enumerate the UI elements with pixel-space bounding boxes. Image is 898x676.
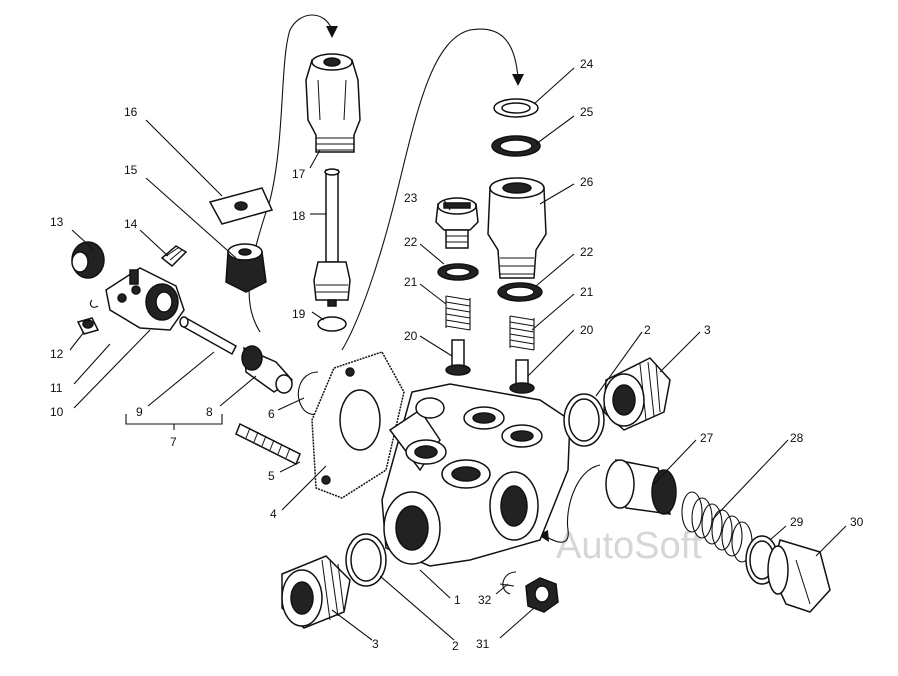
label-21b: 21 (580, 285, 594, 299)
label-18: 18 (292, 209, 306, 223)
label-17: 17 (292, 167, 306, 181)
label-9: 9 (136, 405, 143, 419)
part-25-washer (491, 135, 541, 157)
flow-arrow-27 (544, 464, 601, 543)
part-20-valve-left (445, 339, 471, 376)
part-31-nut (525, 577, 559, 613)
label-1: 1 (454, 593, 461, 607)
label-14: 14 (124, 217, 138, 231)
part-14-pin (160, 245, 188, 268)
part-18-stem (313, 168, 351, 307)
label-16: 16 (124, 105, 138, 119)
part-17-nozzle-body (305, 53, 361, 153)
label-19: 19 (292, 307, 306, 321)
part-21-spring-left (445, 295, 471, 331)
part-11-clip (89, 299, 99, 308)
label-3b: 3 (372, 637, 379, 651)
label-25: 25 (580, 105, 594, 119)
label-20a: 20 (404, 329, 418, 343)
label-26: 26 (580, 175, 594, 189)
label-4: 4 (270, 507, 277, 521)
part-9-shaft (179, 316, 237, 356)
part-13-roller (71, 241, 105, 279)
label-6: 6 (268, 407, 275, 421)
part-22-washer-left (437, 263, 479, 281)
label-8: 8 (206, 405, 213, 419)
part-23-plug (435, 197, 479, 249)
arrow-head-17 (326, 26, 338, 38)
part-15-damper (225, 243, 267, 293)
label-28: 28 (790, 431, 804, 445)
part-22-washer-right (497, 282, 543, 302)
label-3a: 3 (704, 323, 711, 337)
callout-labels: 16 15 13 14 12 11 10 9 8 7 6 5 4 17 18 1… (50, 57, 864, 653)
part-24-ring (493, 98, 539, 118)
label-21a: 21 (404, 275, 418, 289)
label-5: 5 (268, 469, 275, 483)
arrow-head-27 (538, 530, 549, 542)
label-22a: 22 (404, 235, 418, 249)
label-22b: 22 (580, 245, 594, 259)
bracket-7 (125, 414, 223, 430)
label-7: 7 (170, 435, 177, 449)
label-27: 27 (700, 431, 714, 445)
part-20-valve-right (509, 359, 535, 394)
part-5-stud (235, 422, 301, 466)
label-2b: 2 (452, 639, 459, 653)
label-23: 23 (404, 191, 418, 205)
part-32-spring-washer (499, 571, 517, 595)
label-29: 29 (790, 515, 804, 529)
label-15: 15 (124, 163, 138, 177)
part-16-cap (208, 187, 274, 225)
part-12-small-cap (76, 317, 100, 335)
part-10-lever-bracket (105, 267, 185, 331)
part-8-bushing (241, 345, 294, 394)
part-19-o-ring (317, 316, 347, 332)
arrow-head-24 (512, 74, 524, 86)
part-3-union-nut-bottom (281, 555, 351, 629)
label-24: 24 (580, 57, 594, 71)
label-31: 31 (476, 637, 490, 651)
label-32: 32 (478, 593, 492, 607)
label-11: 11 (50, 381, 63, 395)
flow-arrow-24 (341, 28, 519, 351)
part-1-pump-housing (381, 383, 571, 567)
watermark: AutoSoft (556, 525, 702, 567)
part-26-fitting (487, 177, 547, 279)
part-30-plug (767, 539, 831, 613)
label-20b: 20 (580, 323, 594, 337)
label-30: 30 (850, 515, 864, 529)
part-4-gasket (311, 351, 405, 499)
label-10: 10 (50, 405, 64, 419)
part-3-union-nut-right (603, 357, 671, 431)
part-27-sleeve (605, 459, 677, 515)
leader-lines (69, 67, 847, 641)
label-13: 13 (50, 215, 64, 229)
part-21-spring-right (509, 315, 535, 351)
label-12: 12 (50, 347, 64, 361)
part-2-seal-ring-right (563, 393, 605, 447)
part-2-seal-ring-bottom (345, 533, 387, 587)
label-2a: 2 (644, 323, 651, 337)
